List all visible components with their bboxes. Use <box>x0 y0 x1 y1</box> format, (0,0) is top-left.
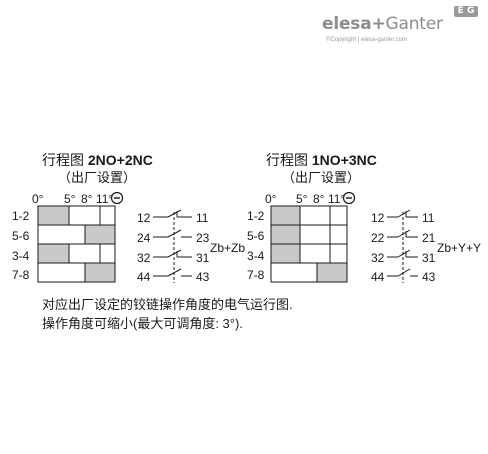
logo-text-thin: Ganter <box>385 14 443 34</box>
diagram-2-terminal: 22 <box>371 231 385 245</box>
diagram-1-angle-5: 5° <box>64 192 76 206</box>
brand-logo: elesa+Ganter <box>322 14 443 34</box>
diagram-1-shade <box>85 225 115 244</box>
diagram-2-title-code: 1NO+3NC <box>311 152 377 168</box>
diagram-1-angle-8: 8° <box>81 192 93 206</box>
diagram-2-terminal: 43 <box>422 270 436 284</box>
diagram-2-title-prefix: 行程图 <box>266 152 308 168</box>
diagram-2-row-label: 1-2 <box>247 209 265 223</box>
diagram-2-terminal: 31 <box>422 251 436 265</box>
diagram-1-title-prefix: 行程图 <box>42 152 84 168</box>
diagram-2-row-label: 5-6 <box>247 229 265 243</box>
diagram-1-terminal: 23 <box>196 231 210 245</box>
diagram-1-contacts <box>153 209 192 283</box>
diagram-1-terminal: 12 <box>137 211 151 225</box>
switch-nc-symbol <box>387 249 418 258</box>
diagram-1-angle-0: 0° <box>32 192 44 206</box>
logo-plus: + <box>371 14 386 34</box>
diagram-2-contacts <box>387 209 418 283</box>
diagram-1-row-label: 1-2 <box>12 209 30 223</box>
switch-nc-symbol <box>387 209 418 218</box>
diagram-2-minus-icon <box>342 191 356 205</box>
diagram-1-shade <box>38 206 69 225</box>
diagram-1-subtitle: （出厂设置） <box>58 170 137 185</box>
diagram-1-title-code: 2NO+2NC <box>87 152 153 168</box>
diagram-2-row-label: 3-4 <box>247 249 265 263</box>
note-line-1: 对应出厂设定的铰链操作角度的电气运行图. <box>42 297 293 312</box>
diagram-2-terminal: 32 <box>371 251 385 265</box>
diagram-2-shade <box>271 206 300 225</box>
diagram-1-terminal: 31 <box>196 251 210 265</box>
diagram-1-minus-icon <box>110 191 124 205</box>
diagram-1-row-label: 7-8 <box>12 268 30 282</box>
diagram-1-terminal: 11 <box>196 211 209 225</box>
diagram-2-terminal: 12 <box>371 211 385 225</box>
diagram-2-angle-0: 0° <box>265 192 277 206</box>
diagram-1-grid <box>37 205 116 283</box>
diagram-2-terminal: 21 <box>422 231 436 245</box>
diagram-1-type-label: Zb+Zb <box>210 241 246 255</box>
diagram-2-subtitle: （出厂设置） <box>282 170 361 185</box>
brand-badge: E G <box>454 6 478 17</box>
switch-nc-symbol <box>153 249 192 258</box>
diagram-2-shade <box>317 263 347 282</box>
diagram-1-terminal: 32 <box>137 251 151 265</box>
diagram-2-row-label: 7-8 <box>247 268 265 282</box>
diagram-1-row-label: 5-6 <box>12 229 30 243</box>
diagram-1-row-label: 3-4 <box>12 249 30 263</box>
diagram-2-type-label: Zb+Y+Y <box>437 241 482 255</box>
switch-nc-symbol <box>153 209 192 218</box>
diagram-2-shade <box>271 244 300 263</box>
diagram-2-title: 行程图 1NO+3NC <box>266 150 377 170</box>
diagram-2-angle-11: 11° <box>328 192 346 206</box>
diagram-1-shade <box>38 244 69 263</box>
switch-no-symbol <box>387 268 418 277</box>
diagram-2-shade <box>271 225 300 244</box>
note-line-2: 操作角度可缩小(最大可调角度: 3°). <box>42 316 243 331</box>
diagram-2-angle-5: 5° <box>296 192 308 206</box>
diagram-1-terminal: 43 <box>196 270 210 284</box>
switch-no-symbol <box>153 268 192 277</box>
diagram-1-title: 行程图 2NO+2NC <box>42 150 153 170</box>
switch-no-symbol <box>153 229 192 238</box>
copyright-text: ©Copyright | elesa-ganter.com <box>326 37 408 43</box>
switch-nc-symbol <box>387 229 418 238</box>
diagram-1-angle-11: 11° <box>96 192 114 206</box>
diagram-1-terminal: 44 <box>137 270 151 284</box>
diagram-2-terminal: 11 <box>422 211 435 225</box>
diagram-2-angle-8: 8° <box>313 192 325 206</box>
logo-text-bold: elesa <box>322 14 372 34</box>
diagram-2-grid <box>270 205 348 283</box>
diagram-1-terminal: 24 <box>137 231 151 245</box>
diagram-1-shade <box>85 263 115 282</box>
diagram-2-terminal: 44 <box>371 270 385 284</box>
